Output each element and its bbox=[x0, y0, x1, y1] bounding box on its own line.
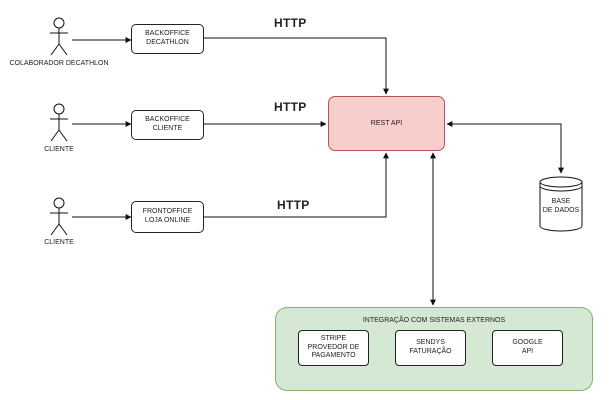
integrations-title: INTEGRAÇÃO COM SISTEMAS EXTERNOS bbox=[362, 317, 506, 324]
actor-icon-cliente-2 bbox=[50, 197, 68, 236]
database-icon bbox=[539, 176, 583, 232]
actor-label-cliente-2: CLIENTE bbox=[44, 239, 74, 246]
edge-label-http-3: HTTP bbox=[277, 198, 310, 212]
edge-frontoffice-api bbox=[204, 152, 389, 218]
edge-api-database bbox=[446, 121, 564, 174]
edge-label-http-1: HTTP bbox=[274, 16, 307, 30]
node-google-api: GOOGLE API bbox=[492, 330, 563, 366]
node-stripe: STRIPE PROVEDOR DE PAGAMENTO bbox=[298, 330, 369, 366]
actor-label-colaborador: COLABORADOR DECATHLON bbox=[9, 60, 109, 67]
node-sendys: SENDYS FATURAÇÃO bbox=[395, 330, 466, 366]
node-frontoffice-loja-online: FRONTOFFICE LOJA ONLINE bbox=[131, 201, 204, 233]
actor-icon-colaborador bbox=[50, 17, 68, 56]
actor-icon-cliente-1 bbox=[50, 103, 68, 142]
node-rest-api: REST API bbox=[328, 96, 445, 151]
node-backoffice-cliente: BACKOFFICE CLIENTE bbox=[131, 110, 204, 140]
edge-backoffice-decathlon-api bbox=[204, 37, 389, 95]
database-label: BASE DE DADOS bbox=[542, 198, 580, 214]
actor-label-cliente-1: CLIENTE bbox=[44, 146, 74, 153]
node-backoffice-decathlon: BACKOFFICE DECATHLON bbox=[131, 24, 204, 54]
edge-label-http-2: HTTP bbox=[274, 100, 307, 114]
